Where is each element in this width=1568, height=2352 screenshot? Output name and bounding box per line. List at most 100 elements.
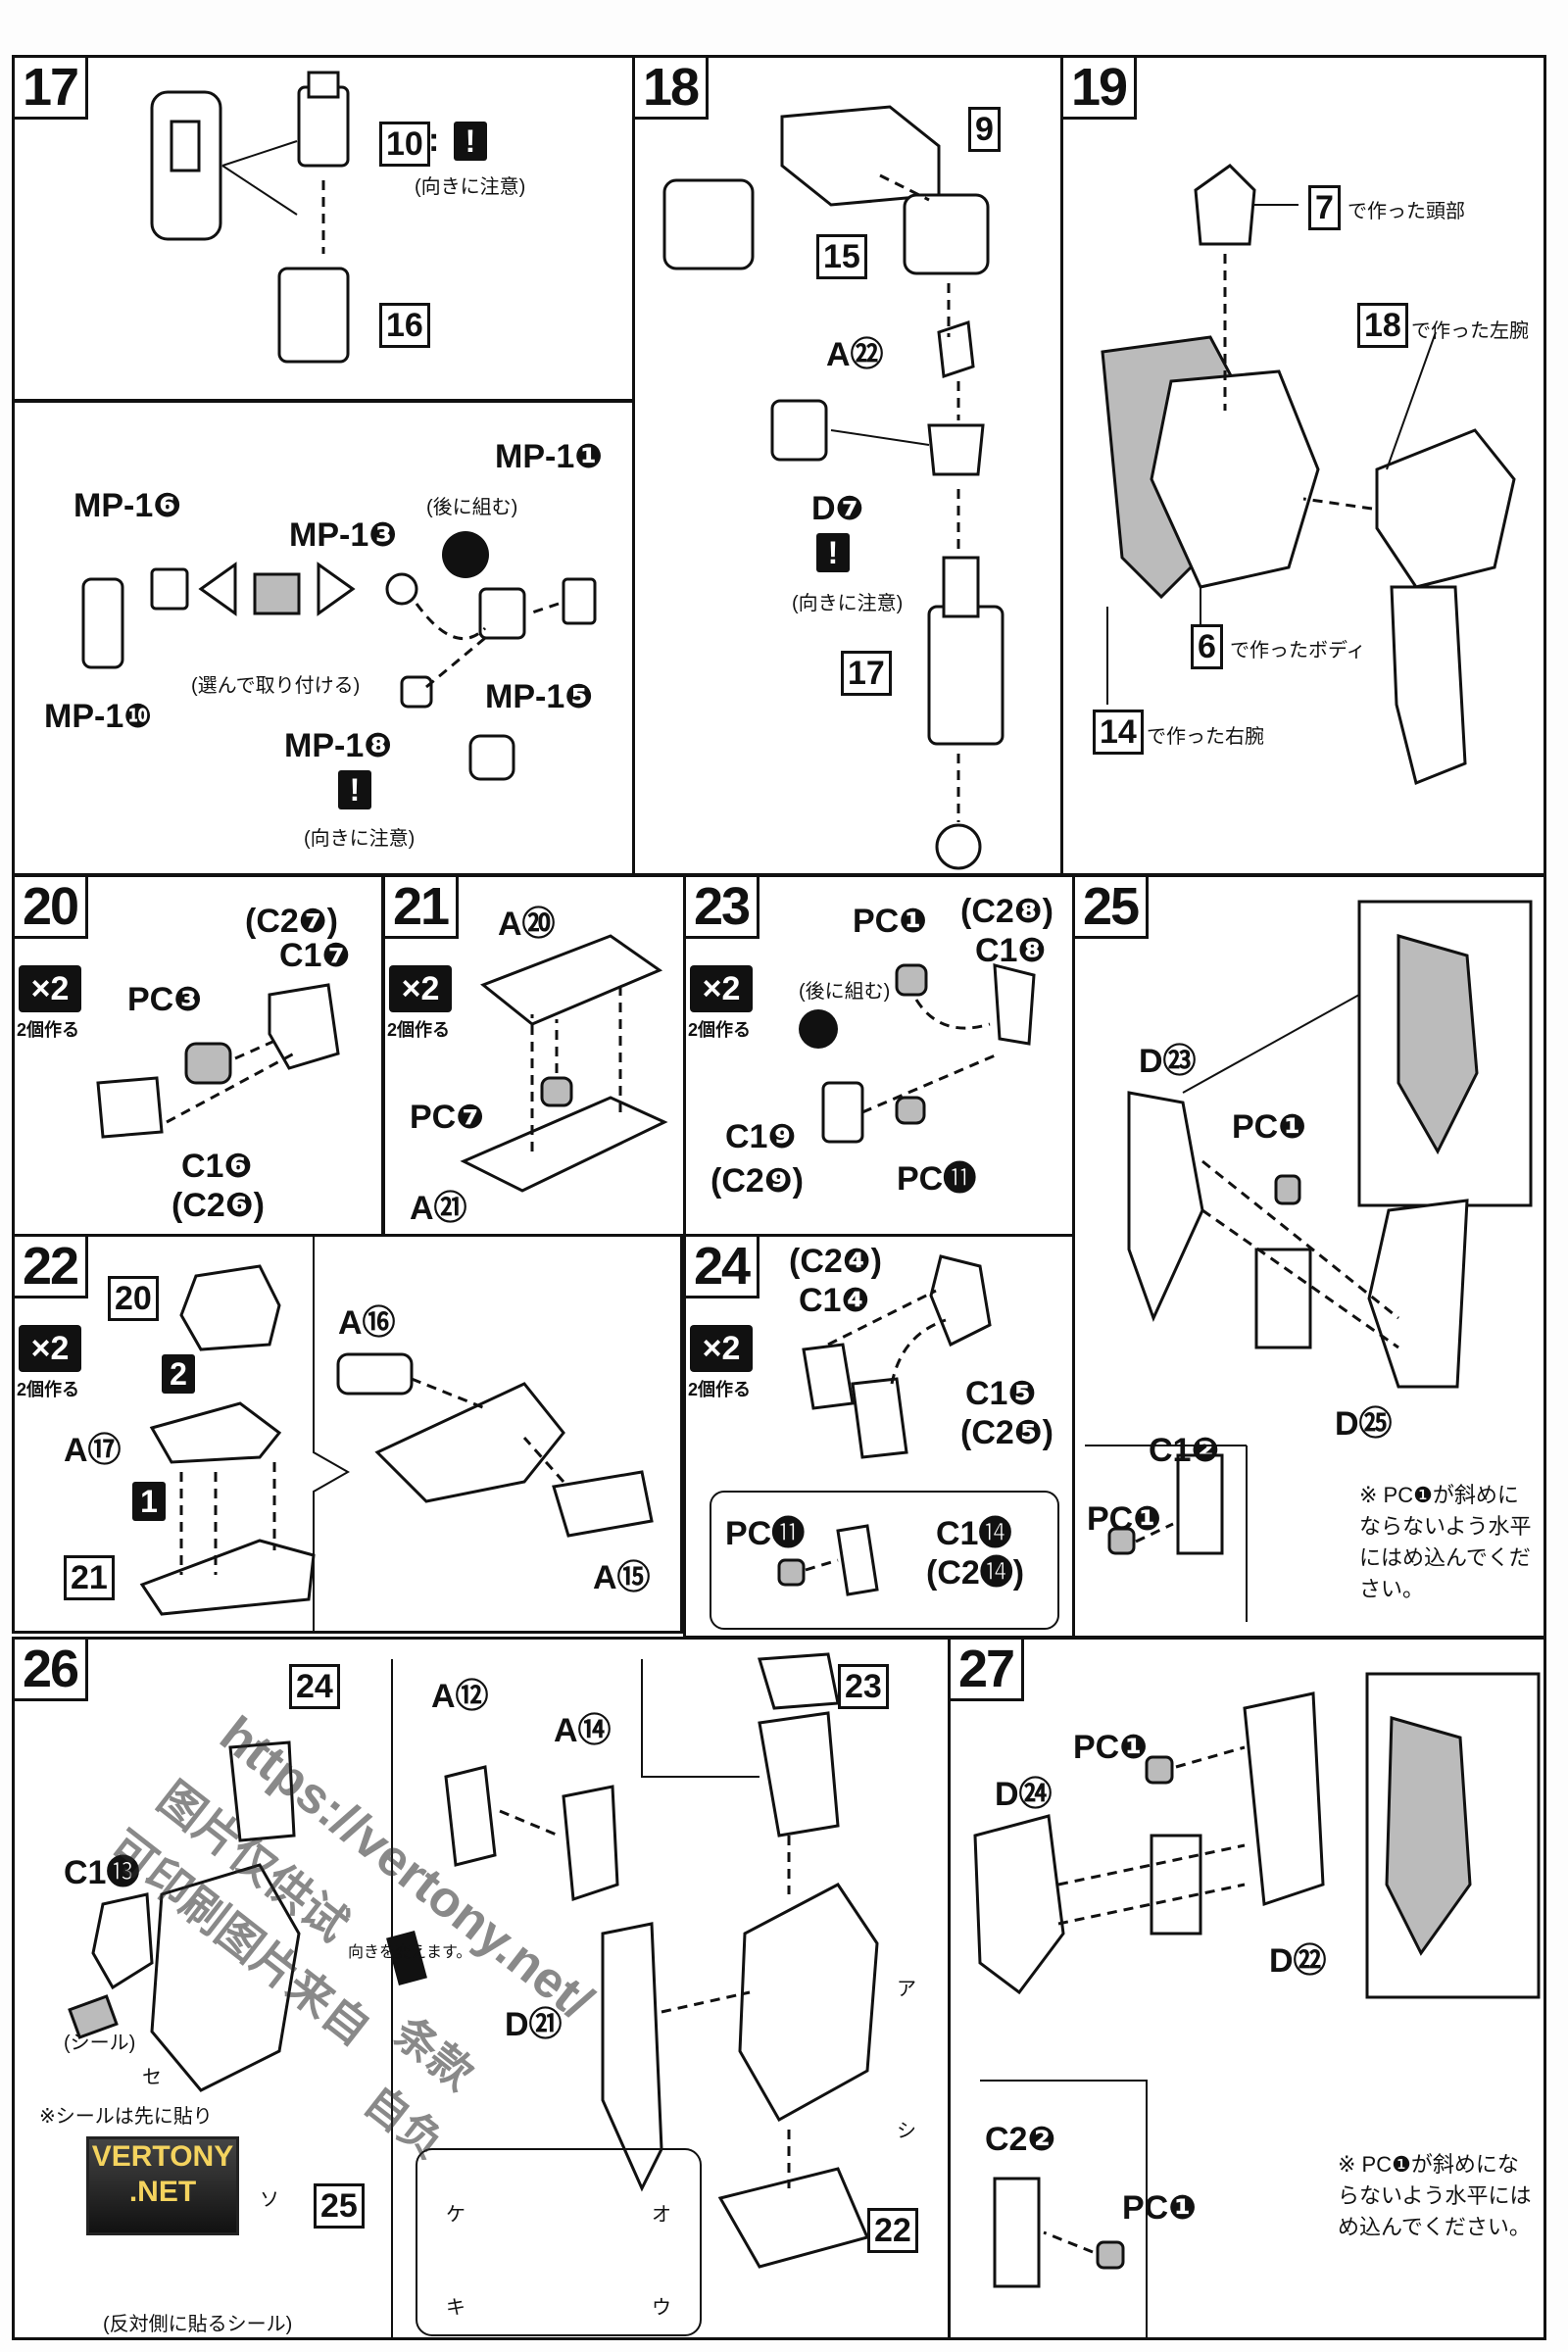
part-mp1-5: MP-1❺ (485, 678, 594, 715)
step-number: 25 (1075, 877, 1150, 939)
part-pc1: PC❶ (1232, 1108, 1307, 1146)
part-18: 18 (1357, 303, 1408, 348)
make-two-caption: 2個作る (17, 1020, 80, 1040)
part-24: 24 (289, 1664, 340, 1709)
times-two-badge: ×2 (19, 965, 81, 1012)
step-number: 22 (15, 1237, 89, 1298)
step-order-2: 2 (162, 1354, 195, 1394)
part-pc1b: PC❶ (1087, 1500, 1162, 1538)
part-a14: A⑭ (554, 1712, 612, 1749)
orientation-caption: (向きに注意) (304, 828, 416, 850)
warning-icon: ! (454, 122, 487, 161)
part-pc3: PC❸ (127, 981, 203, 1018)
part-25: 25 (314, 2183, 365, 2229)
part-c12: C1❷ (1149, 1432, 1220, 1469)
part-20: 20 (108, 1276, 159, 1321)
after-caption: (後に組む) (426, 497, 518, 518)
part-14: 14 (1093, 710, 1144, 755)
part-16: 16 (379, 303, 430, 348)
part-c13: C1⓭ (64, 1854, 140, 1891)
part-pc11: PC⓫ (897, 1160, 977, 1198)
part-c114: C1⓮ (936, 1515, 1012, 1552)
part-pc1b: PC❶ (1122, 2189, 1198, 2227)
part-diagram (1101, 164, 1516, 786)
part-diagram (460, 934, 668, 1193)
step-25-panel: 25 D㉓ PC❶ D㉕ C1❷ PC❶ ※ PC❶が斜めにならないよう水平には… (1072, 874, 1546, 1639)
step-number: 23 (686, 877, 760, 939)
alignment-note: ※ PC❶が斜めにならないよう水平にはめ込んでください。 (1359, 1483, 1532, 1601)
part-c24: (C2❹) (789, 1243, 882, 1280)
part-pc1: PC❶ (1073, 1729, 1149, 1766)
seal-ke: ケ (446, 2204, 466, 2226)
part-22: 22 (867, 2208, 918, 2253)
head-caption: で作った頭部 (1348, 201, 1465, 222)
part-diagram (150, 71, 350, 364)
part-a20: A⑳ (498, 906, 556, 943)
orientation-caption: (向きに注意) (415, 176, 526, 198)
times-two-badge: ×2 (19, 1325, 81, 1372)
part-d21: D㉑ (505, 2006, 563, 2043)
part-mp1-1: MP-1❶ (495, 438, 604, 475)
step-number: 18 (635, 58, 710, 120)
part-c17: C1❼ (279, 937, 351, 974)
make-two-caption: 2個作る (688, 1380, 752, 1399)
warning-icon: ! (816, 533, 850, 572)
part-a12: A⑫ (431, 1678, 489, 1715)
seal-label: (シール) (64, 2033, 136, 2054)
seal-ki: キ (446, 2297, 466, 2319)
part-diagram (799, 963, 1036, 1144)
make-two-caption: 2個作る (387, 1020, 451, 1040)
seal-a: ア (897, 1979, 916, 2000)
step-17-panel: 17 10 : ! (向きに注意) 16 (12, 55, 635, 402)
part-pc1: PC❶ (853, 903, 928, 940)
part-diagram (1085, 900, 1533, 1622)
part-c19: C1❾ (725, 1118, 797, 1155)
step-number: 19 (1063, 58, 1138, 120)
left-arm-caption: で作った左腕 (1411, 320, 1529, 342)
part-a15: A⑮ (593, 1559, 651, 1596)
part-c18: C1❽ (975, 932, 1047, 969)
part-d7: D❼ (811, 490, 864, 527)
alignment-note: ※ PC❶が斜めにならないよう水平にはめ込んでください。 (1338, 2152, 1532, 2239)
part-mp1-10: MP-1❿ (44, 698, 153, 735)
choose-caption: (選んで取り付ける) (191, 675, 361, 697)
part-diagram (81, 531, 597, 781)
part-10: 10 (379, 122, 430, 167)
part-d25: D㉕ (1335, 1405, 1393, 1443)
warning-icon: ! (338, 770, 371, 809)
step-24-panel: 24 ×2 2個作る (C2❹) C1❹ C1❺ (C2❺) PC⓫ C1⓮ (… (683, 1234, 1075, 1639)
watermark-logo: VERTONY .NET (86, 2136, 239, 2235)
seal-so: ソ (260, 2189, 279, 2211)
seal-o: オ (652, 2204, 671, 2226)
part-d23: D㉓ (1139, 1043, 1197, 1080)
part-pc11: PC⓫ (725, 1515, 806, 1552)
part-c22: C2❷ (985, 2121, 1056, 2158)
step-number: 17 (15, 58, 89, 120)
part-c25: (C2❺) (960, 1414, 1054, 1451)
part-a22: A㉒ (826, 336, 884, 373)
step-number: 24 (686, 1237, 760, 1298)
part-diagram (710, 1254, 1059, 1630)
step-number: 20 (15, 877, 89, 939)
step-23-panel: 23 ×2 2個作る PC❶ (C2❽) C1❽ (後に組む) C1❾ (C2❾… (683, 874, 1075, 1237)
part-a21: A㉑ (410, 1190, 467, 1227)
step-19-panel: 19 7 で作った頭部 18 で作った左腕 6 で作ったボディ 14 で作った右… (1060, 55, 1546, 876)
part-6: 6 (1191, 624, 1223, 669)
seal-shi: シ (897, 2121, 916, 2142)
step-27-panel: 27 PC❶ D㉔ D㉒ C2❷ PC❶ ※ PC❶が斜めにならないよう水平には… (948, 1637, 1546, 2340)
make-two-caption: 2個作る (17, 1380, 80, 1399)
part-c16: C1❻ (181, 1148, 253, 1185)
part-17: 17 (841, 651, 892, 696)
step-22-panel: 22 ×2 2個作る 20 2 A⑰ 1 21 A⑯ A⑮ (12, 1234, 683, 1634)
part-d22: D㉒ (1269, 1942, 1327, 1980)
part-23: 23 (838, 1664, 889, 1709)
part-15: 15 (816, 234, 867, 279)
part-diagram (139, 1237, 654, 1631)
part-d24: D㉔ (995, 1776, 1053, 1813)
after-caption: (後に組む) (799, 981, 891, 1003)
part-21: 21 (64, 1555, 115, 1600)
make-two-caption: 2個作る (688, 1020, 752, 1040)
part-c27: (C2❼) (245, 903, 338, 940)
step-number: 21 (385, 877, 460, 939)
